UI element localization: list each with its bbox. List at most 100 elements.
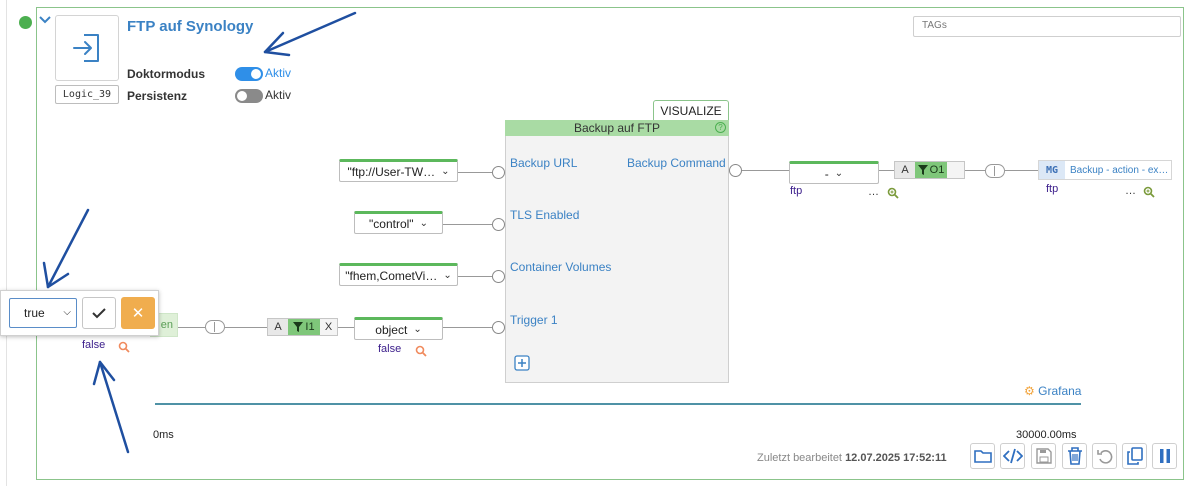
help-icon[interactable]: ? [715, 122, 726, 133]
input-port[interactable] [492, 321, 505, 334]
block-title: Backup auf FTP [573, 121, 661, 135]
close-icon: ✕ [131, 305, 145, 322]
wire [443, 327, 492, 328]
backup-url-value: "ftp://User-TW… [347, 164, 436, 179]
pause-button[interactable] [1152, 443, 1177, 469]
filter-output-tag: O1 [915, 162, 947, 178]
status-indicator [19, 16, 32, 29]
wire [443, 224, 492, 225]
mg-badge: MG [1039, 161, 1065, 179]
input-mapping-tag[interactable]: A I1 X [267, 318, 338, 336]
persistenz-toggle[interactable] [235, 89, 263, 103]
function-block [505, 121, 729, 383]
folder-button[interactable] [970, 443, 995, 469]
filter-input-tag: I1 [288, 319, 320, 335]
annotation-arrow [42, 261, 70, 289]
save-icon [1035, 448, 1052, 464]
input-port[interactable] [492, 218, 505, 231]
annotation-arrow [263, 31, 291, 57]
wire [965, 170, 985, 171]
annotation-arrow [263, 11, 357, 54]
visualize-tab[interactable]: VISUALIZE [653, 100, 729, 121]
chevron-down-icon: ⌄ [413, 324, 422, 335]
undo-icon [1096, 450, 1112, 464]
code-icon [1002, 448, 1023, 464]
volumes-input[interactable]: "fhem,CometVi… ⌄ [339, 263, 458, 286]
save-button[interactable] [1031, 443, 1056, 469]
wire [742, 170, 789, 171]
target-var-name: ftp [1046, 183, 1059, 195]
connector-icon [985, 164, 1005, 178]
logic-id-label: Logic_39 [55, 85, 119, 104]
wire [178, 327, 205, 328]
chevron-down-icon: ⌄ [441, 166, 450, 177]
chevron-down-icon: ⌵ [63, 307, 71, 318]
zoom-in-icon[interactable] [1143, 186, 1155, 198]
grafana-icon: ⚙ [1024, 384, 1035, 398]
wire [338, 327, 354, 328]
logic-icon-box[interactable] [55, 15, 119, 81]
annotation-arrow [98, 360, 130, 454]
doktormodus-label: Doktormodus [127, 67, 205, 81]
wire [1005, 170, 1038, 171]
undo-button[interactable] [1092, 443, 1117, 469]
copy-button[interactable] [1122, 443, 1147, 469]
block-header: Backup auf FTP ? [505, 120, 729, 136]
port-label-tls: TLS Enabled [510, 208, 580, 222]
timeline-end: 30000.00ms [1016, 429, 1077, 441]
zoom-icon[interactable] [415, 345, 427, 357]
volumes-value: "fhem,CometVi… [345, 268, 438, 283]
output-more[interactable]: … [868, 186, 879, 198]
input-port[interactable] [492, 270, 505, 283]
confirm-button[interactable] [82, 297, 116, 329]
chevron-down-icon: ⌄ [834, 168, 844, 179]
connector-icon [205, 320, 225, 334]
wire [458, 276, 492, 277]
chevron-down-icon: ⌄ [443, 270, 452, 281]
add-input-icon[interactable] [514, 355, 530, 371]
port-label-volumes: Container Volumes [510, 260, 612, 274]
timeline-start: 0ms [153, 429, 174, 441]
input-port[interactable] [492, 166, 505, 179]
tls-input[interactable]: "control"⌄ [354, 211, 443, 234]
grafana-link[interactable]: ⚙ Grafana [1024, 384, 1082, 398]
sign-in-icon [73, 34, 99, 62]
delete-button[interactable] [1062, 443, 1087, 469]
output-port[interactable] [729, 164, 742, 177]
wire [879, 170, 894, 171]
backup-url-input[interactable]: "ftp://User-TW… ⌄ [339, 159, 458, 182]
value-editor-popup: true ⌵ ✕ [0, 290, 159, 336]
code-button[interactable] [1000, 443, 1025, 469]
output-mapping-tag[interactable]: A O1 [894, 161, 965, 179]
port-label-backup-command: Backup Command [627, 156, 726, 170]
output-select[interactable]: -⌄ [789, 161, 879, 184]
trigger-value: object [375, 322, 408, 337]
last-edited: Zuletzt bearbeitet 12.07.2025 17:52:11 [757, 452, 947, 464]
port-label-backup-url: Backup URL [510, 156, 578, 170]
zoom-icon[interactable] [118, 341, 130, 353]
target-item-label: Backup - action - ex… [1070, 164, 1169, 176]
check-icon [92, 308, 106, 319]
value-select[interactable]: true ⌵ [9, 298, 77, 328]
logic-title[interactable]: FTP auf Synology [127, 18, 254, 35]
cancel-button[interactable]: ✕ [121, 297, 155, 329]
chevron-down-icon: ⌄ [419, 218, 428, 229]
target-item[interactable]: MG Backup - action - ex… [1038, 160, 1172, 180]
filter-icon [917, 165, 928, 175]
output-var-name: ftp [790, 185, 803, 197]
target-more[interactable]: … [1125, 185, 1136, 197]
persistenz-label: Persistenz [127, 89, 188, 103]
collapse-chevron-icon[interactable] [38, 13, 52, 27]
doktormodus-state: Aktiv [265, 66, 292, 80]
persistenz-state: Aktiv [265, 88, 292, 102]
folder-icon [973, 450, 992, 463]
pause-icon [1159, 449, 1170, 463]
trigger-state: false [378, 343, 402, 355]
annotation-arrow [92, 360, 116, 386]
zoom-in-icon[interactable] [887, 187, 899, 199]
trigger-input[interactable]: object ⌄ [354, 317, 443, 340]
tags-input[interactable]: TAGs [913, 16, 1181, 37]
trash-icon [1067, 447, 1082, 465]
remove-tag[interactable]: X [320, 319, 337, 335]
doktormodus-toggle[interactable] [235, 67, 263, 81]
